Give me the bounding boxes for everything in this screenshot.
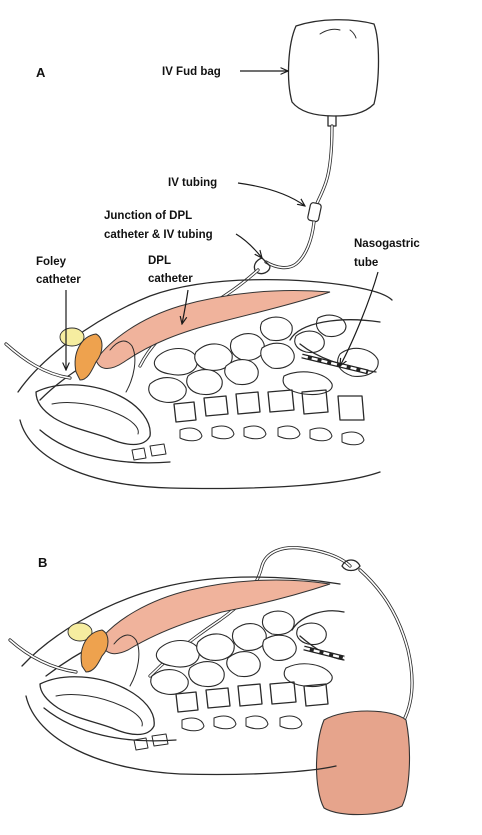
label-junction-line1: Junction of DPL	[104, 210, 192, 222]
fat-pad-b	[67, 622, 93, 642]
body-outline-a	[4, 278, 393, 490]
panel-a-letter: A	[36, 65, 46, 80]
fat-pad	[59, 327, 85, 347]
stomach-a	[289, 319, 381, 375]
body-outline-b	[8, 576, 341, 776]
bladder-b	[80, 629, 109, 673]
panel-a: A	[4, 19, 420, 490]
label-ng-line1: Nasogastric	[354, 238, 420, 250]
arrow-to-ng	[340, 271, 379, 366]
stomach-b	[291, 610, 345, 661]
label-foley-line2: catheter	[36, 274, 81, 286]
label-junction-line2: catheter & IV tubing	[104, 229, 213, 241]
abdominal-wall-muscle	[95, 290, 331, 369]
iv-tubing	[253, 124, 334, 275]
label-ng-line2: tube	[354, 257, 378, 269]
panel-b: B	[8, 546, 414, 816]
label-dpl-line2: catheter	[148, 273, 193, 285]
bladder	[74, 333, 103, 381]
iv-fluid-bag	[287, 19, 380, 127]
tubing-b	[148, 546, 414, 722]
spine-b	[133, 681, 329, 751]
label-iv-fluid-bag: IV Fud bag	[162, 66, 221, 78]
arrow-to-dpl	[182, 289, 189, 324]
abdominal-wall-muscle-b	[99, 579, 331, 655]
spine-a	[131, 389, 365, 461]
label-dpl-line1: DPL	[148, 255, 171, 267]
label-iv-tubing: IV tubing	[168, 177, 217, 189]
label-foley-line1: Foley	[36, 256, 67, 268]
fluid-bag-b	[315, 710, 411, 816]
arrow-to-junction	[235, 233, 262, 258]
panel-b-letter: B	[38, 555, 47, 570]
arrow-to-iv-tubing	[237, 182, 305, 206]
intestines-a	[148, 314, 379, 403]
